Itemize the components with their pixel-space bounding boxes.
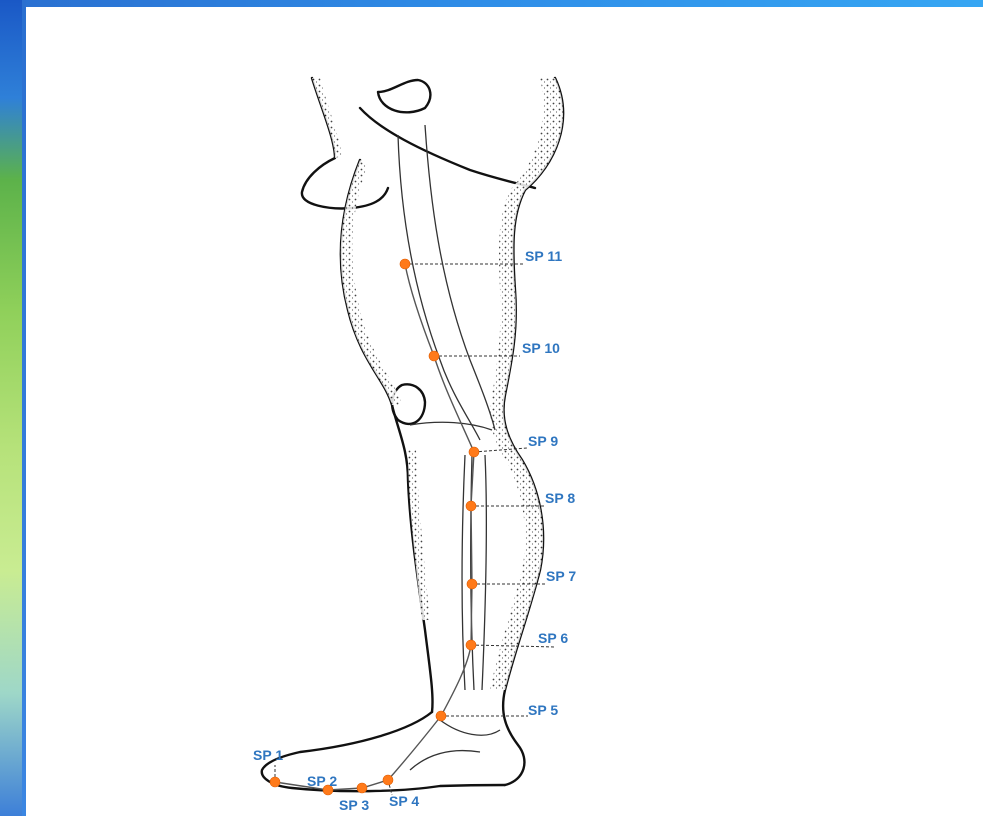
label-sp2: SP 2: [307, 773, 337, 789]
meridian-path: [275, 264, 474, 790]
leg-bones: [398, 125, 500, 770]
point-sp7: [467, 579, 477, 589]
point-sp3: [357, 783, 367, 793]
point-sp8: [466, 501, 476, 511]
label-sp11: SP 11: [525, 248, 562, 264]
point-sp1: [270, 777, 280, 787]
point-sp9: [469, 447, 479, 457]
label-sp9: SP 9: [528, 433, 558, 449]
label-sp7: SP 7: [546, 568, 576, 584]
point-sp11: [400, 259, 410, 269]
label-sp3: SP 3: [339, 797, 369, 813]
leg-shading: [312, 78, 563, 690]
point-sp4: [383, 775, 393, 785]
point-sp10: [429, 351, 439, 361]
label-sp5: SP 5: [528, 702, 558, 718]
label-sp1: SP 1: [253, 747, 283, 763]
point-sp6: [466, 640, 476, 650]
label-sp4: SP 4: [389, 793, 419, 809]
acupoints: [270, 259, 479, 795]
label-sp6: SP 6: [538, 630, 568, 646]
point-sp5: [436, 711, 446, 721]
label-sp10: SP 10: [522, 340, 560, 356]
label-sp8: SP 8: [545, 490, 575, 506]
